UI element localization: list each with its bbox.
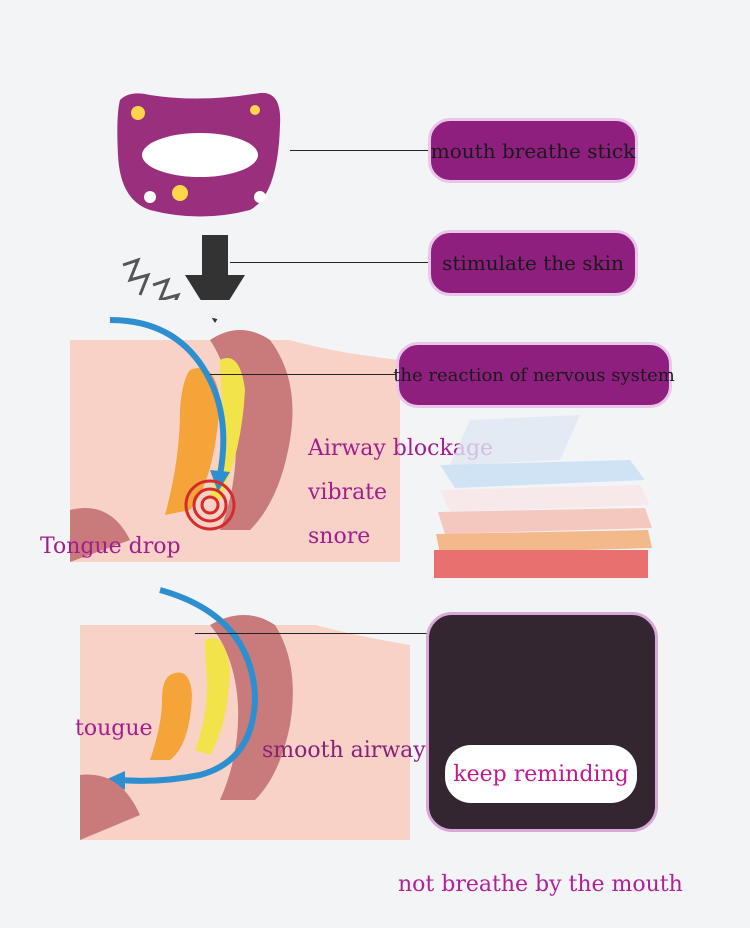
label-tongue: tougue <box>75 716 153 741</box>
callout-nervous: the reaction of nervous system <box>393 342 675 408</box>
skin-layers-image <box>434 415 652 578</box>
mouth-sticker-image <box>117 92 281 217</box>
label-smooth-airway: smooth airway <box>262 738 426 763</box>
label-snore: snore <box>308 524 371 549</box>
connector-line <box>210 374 400 375</box>
snoring-airway-diagram <box>70 300 400 562</box>
label-tongue-drop: Tongue drop <box>40 534 181 559</box>
reminder-panel: keep reminding <box>426 612 658 832</box>
connector-line <box>195 633 440 634</box>
callout-skin: stimulate the skin <box>428 230 638 296</box>
callout-skin-text: stimulate the skin <box>442 251 624 275</box>
connector-line <box>290 150 432 151</box>
keep-reminding-button[interactable]: keep reminding <box>445 745 637 803</box>
label-vibrate: vibrate <box>308 480 388 505</box>
callout-nervous-text: the reaction of nervous system <box>393 364 675 386</box>
connector-line <box>230 262 430 263</box>
smooth-airway-diagram <box>80 585 410 840</box>
down-arrow-icon <box>185 235 245 323</box>
keep-reminding-label: keep reminding <box>453 761 629 787</box>
callout-sticker: mouth breathe stick <box>428 118 638 183</box>
footer-text: not breathe by the mouth <box>398 872 683 897</box>
callout-sticker-text: mouth breathe stick <box>430 138 636 163</box>
